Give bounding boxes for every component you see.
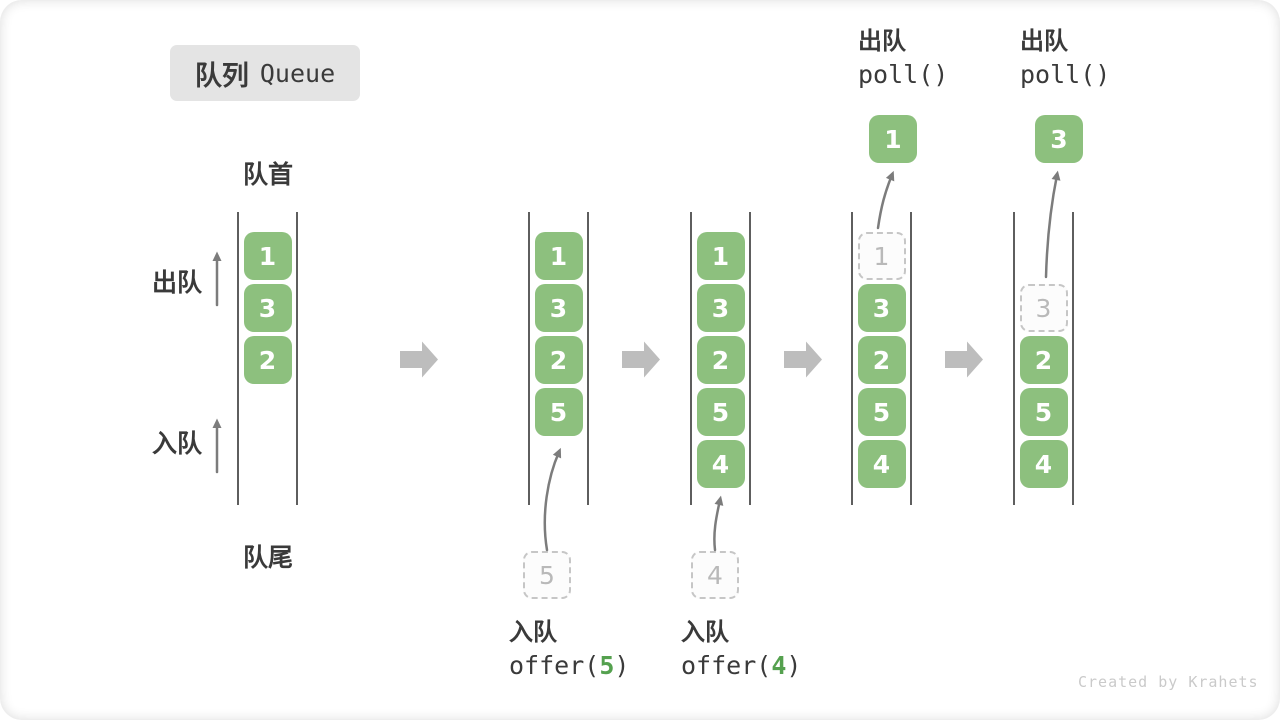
queue-state-5: 3 2 5 4 bbox=[1013, 212, 1074, 505]
queue-item: 5 bbox=[857, 388, 906, 436]
queue-item: 2 bbox=[857, 336, 906, 384]
op-poll-1-label: 出队 bbox=[858, 28, 906, 55]
queue-item: 1 bbox=[243, 232, 292, 280]
code-arg: 4 bbox=[771, 651, 787, 680]
op-poll-1-code: poll() bbox=[858, 60, 949, 89]
op-enqueue-5-label: 入队 bbox=[509, 619, 557, 646]
enqueue-value-box: 5 bbox=[523, 551, 571, 599]
op-poll-2-label: 出队 bbox=[1020, 28, 1068, 55]
title-box: 队列 Queue bbox=[170, 45, 360, 101]
op-poll-1: 出队 poll() bbox=[858, 27, 948, 93]
queue-item-removed: 3 bbox=[1019, 284, 1068, 332]
queue-item: 3 bbox=[696, 284, 745, 332]
queue-item: 2 bbox=[696, 336, 745, 384]
poll-result-box: 3 bbox=[1035, 115, 1083, 163]
title-zh: 队列 bbox=[194, 60, 249, 91]
op-enqueue-5-code: offer(5) bbox=[509, 648, 629, 684]
queue-state-4: 1 3 2 5 4 bbox=[851, 212, 912, 505]
offer-4-arrow bbox=[713, 495, 724, 552]
op-poll-2: 出队 poll() bbox=[1020, 27, 1110, 93]
state-transition-arrow bbox=[400, 341, 438, 378]
queue-item: 5 bbox=[696, 388, 745, 436]
queue-item: 3 bbox=[243, 284, 292, 332]
queue-item: 2 bbox=[243, 336, 292, 384]
queue-item: 1 bbox=[696, 232, 745, 280]
label-dequeue: 出队 bbox=[152, 269, 203, 297]
label-enqueue: 入队 bbox=[152, 430, 203, 458]
op-enqueue-5: 入队 offer(5) bbox=[509, 618, 629, 684]
queue-state-3: 1 3 2 5 4 bbox=[690, 212, 751, 505]
label-queue-front: 队首 bbox=[243, 161, 294, 189]
op-enqueue-4-label: 入队 bbox=[681, 619, 729, 646]
op-poll-2-code: poll() bbox=[1020, 60, 1111, 89]
queue-item: 5 bbox=[1019, 388, 1068, 436]
state-transition-arrow bbox=[784, 341, 822, 378]
label-queue-rear: 队尾 bbox=[243, 544, 294, 572]
queue-state-2: 1 3 2 5 bbox=[528, 212, 589, 505]
watermark: Created by Krahets bbox=[1078, 673, 1259, 691]
queue-item: 2 bbox=[1019, 336, 1068, 384]
code-arg: 5 bbox=[599, 651, 615, 680]
code-text: offer( bbox=[681, 651, 772, 680]
enqueue-value-box: 4 bbox=[691, 551, 739, 599]
title-en: Queue bbox=[259, 58, 336, 88]
queue-item: 4 bbox=[696, 440, 745, 488]
queue-item: 3 bbox=[534, 284, 583, 332]
op-enqueue-4-code: offer(4) bbox=[681, 648, 801, 684]
code-text: ) bbox=[614, 651, 630, 680]
queue-item: 5 bbox=[534, 388, 583, 436]
op-enqueue-4: 入队 offer(4) bbox=[681, 618, 801, 684]
queue-item-removed: 1 bbox=[857, 232, 906, 280]
poll-result-box: 1 bbox=[869, 115, 917, 163]
queue-item: 4 bbox=[857, 440, 906, 488]
code-text: offer( bbox=[509, 651, 600, 680]
queue-item: 2 bbox=[534, 336, 583, 384]
state-transition-arrow bbox=[945, 341, 983, 378]
queue-item: 3 bbox=[857, 284, 906, 332]
queue-item: 4 bbox=[1019, 440, 1068, 488]
state-transition-arrow bbox=[622, 341, 660, 378]
queue-state-1: 1 3 2 bbox=[237, 212, 298, 505]
code-text: ) bbox=[786, 651, 802, 680]
queue-item: 1 bbox=[534, 232, 583, 280]
